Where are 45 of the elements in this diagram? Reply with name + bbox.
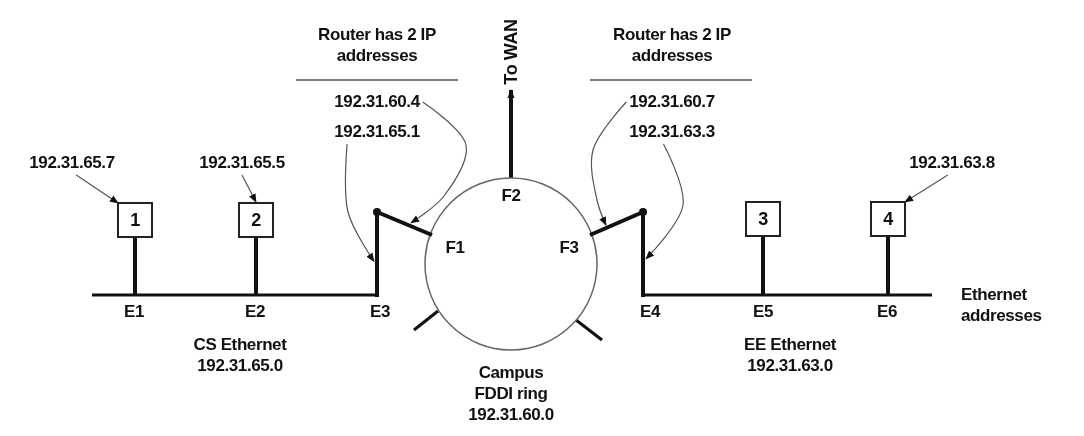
router-link-line [376,210,433,237]
interface-label: E1 [124,302,144,322]
router-note: Router has 2 IP addresses [612,24,732,66]
host-box: 1 [117,202,153,238]
axis-note: Ethernet addresses [961,284,1043,326]
ip-address-label: 192.31.60.7 [629,92,715,112]
leader-arrow [645,143,684,260]
edge-label: To WAN [501,18,521,87]
interface-label: F3 [559,238,579,258]
ip-address-label: 192.31.63.3 [629,122,715,142]
leader-arrow [590,101,627,226]
interface-label: F2 [501,186,521,206]
network-caption: CS Ethernet 192.31.65.0 [192,334,288,376]
leader-arrow [241,174,257,203]
network-line [92,293,378,297]
fddi-ring [424,177,598,351]
leader-arrow [75,174,119,204]
leader-arrow [410,101,467,224]
connector-line [254,238,258,294]
connector-line [133,238,137,294]
ip-address-label: 192.31.60.4 [334,92,420,112]
host-box: 4 [870,201,906,237]
host-box: 2 [238,202,274,238]
ip-address-label: 192.31.65.1 [334,122,420,142]
connector-line [761,237,765,294]
host-box: 3 [745,201,781,237]
ip-address-label: 192.31.65.7 [29,153,115,173]
leader-arrow [344,143,375,263]
router-link-line [373,208,381,297]
router-link-line [639,208,647,297]
interface-label: E2 [245,302,265,322]
router-note: Router has 2 IP addresses [317,24,437,66]
connector-line [886,237,890,294]
interface-label: E6 [877,302,897,322]
network-line [643,293,932,297]
interface-label: E4 [640,302,660,322]
arrow [507,89,515,178]
interface-label: E3 [370,302,390,322]
interface-label: E5 [753,302,773,322]
leader-arrow [904,174,949,203]
network-caption: Campus FDDI ring 192.31.60.0 [467,362,555,425]
interface-label: F1 [445,238,465,258]
network-caption: EE Ethernet 192.31.63.0 [743,334,838,376]
ip-address-label: 192.31.65.5 [199,153,285,173]
ip-address-label: 192.31.63.8 [909,153,995,173]
